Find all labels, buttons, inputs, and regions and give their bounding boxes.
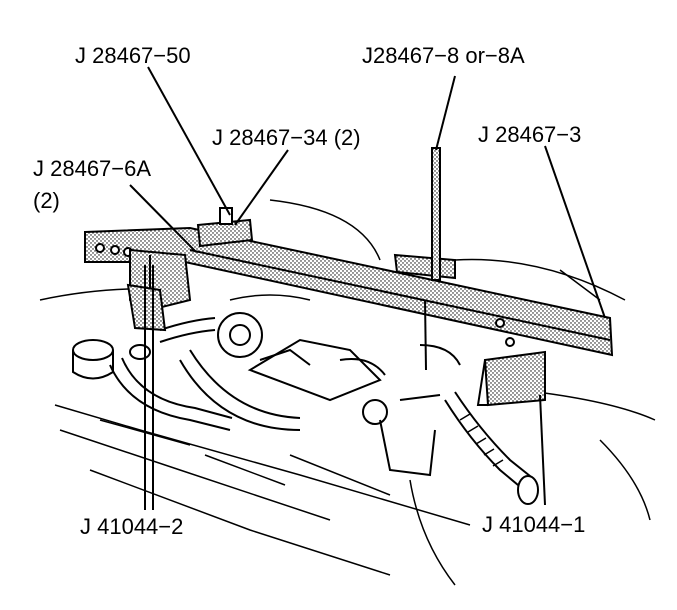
hoses	[109, 317, 539, 505]
fluid-reservoir	[72, 339, 151, 380]
left-mount-bracket	[126, 283, 167, 332]
callout-j41044-1: J 41044−1	[482, 512, 586, 537]
callout-j28467-34: J 28467−34 (2)	[212, 125, 361, 150]
callout-j28467-3: J 28467−3	[478, 122, 582, 147]
support-beam	[84, 226, 614, 357]
leader-lines	[129, 66, 606, 510]
callout-j28467-8: J28467−8 or−8A	[362, 43, 525, 68]
engine-components	[179, 312, 461, 477]
right-mount-bracket	[476, 350, 546, 407]
callout-j28467-50: J 28467−50	[75, 43, 191, 68]
callout-j28467-6a: J 28467−6A	[33, 156, 152, 181]
callout-j28467-6a-quantity: (2)	[33, 188, 60, 213]
callout-j41044-2: J 41044−2	[80, 514, 184, 539]
engine-bay-outline	[39, 199, 656, 586]
